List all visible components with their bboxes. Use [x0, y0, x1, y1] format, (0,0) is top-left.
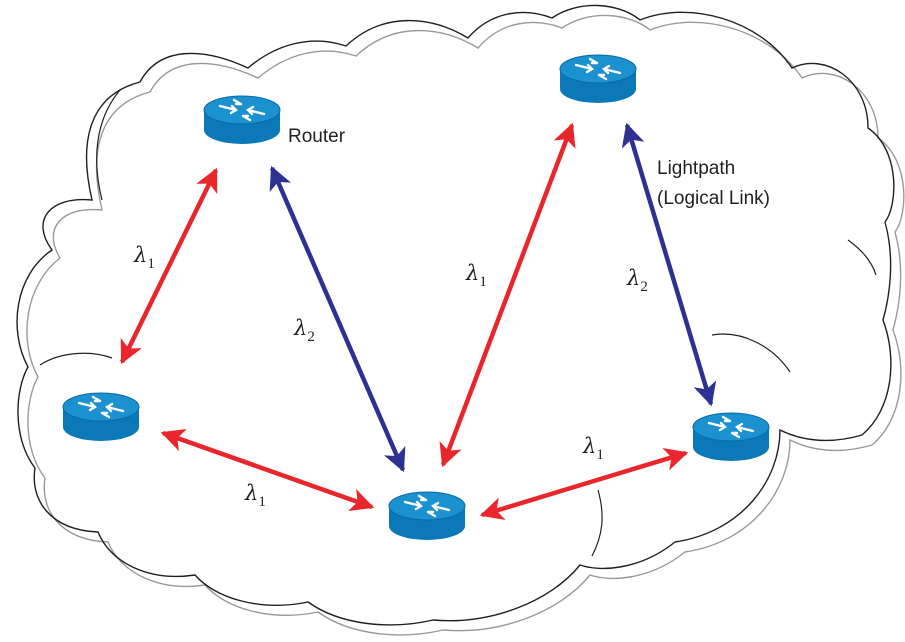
router-right[interactable] — [692, 412, 770, 461]
router-top — [203, 95, 281, 125]
link-lambda1-center-right — [479, 447, 689, 521]
router-top — [62, 392, 140, 422]
cloud-inner-arc — [711, 333, 791, 373]
wavelength-label: λ2 — [626, 266, 648, 295]
router-top-right[interactable] — [559, 54, 637, 103]
router-arrows-icon — [574, 57, 622, 81]
links — [119, 122, 717, 521]
router-top — [559, 54, 637, 84]
router-arrows-icon — [707, 415, 755, 439]
router-bottom-center[interactable] — [388, 491, 466, 540]
wavelength-label: λ1 — [244, 481, 266, 510]
wavelength-label: λ1 — [582, 434, 604, 463]
link-lambda1-topleft-left — [119, 167, 219, 365]
link-lambda2-topleft-center — [269, 165, 406, 473]
lightpath-label-line2: (Logical Link) — [657, 188, 770, 209]
wavelength-label: λ2 — [293, 316, 315, 345]
wavelength-label: λ1 — [465, 261, 487, 290]
cloud-inner-arc — [847, 239, 877, 276]
lightpath-label-line1: Lightpath — [657, 158, 735, 179]
link-lambda1-left-center — [160, 428, 375, 512]
cloud-outline — [16, 4, 895, 626]
routers — [62, 54, 770, 540]
router-left[interactable] — [62, 392, 140, 441]
router-arrows-icon — [77, 395, 125, 419]
router-arrows-icon — [218, 98, 266, 122]
cloud-inner-arc — [39, 352, 113, 366]
router-label: Router — [288, 126, 346, 147]
link-lambda1-topright-center — [439, 122, 576, 468]
cloud-shadow — [26, 14, 905, 636]
router-arrows-icon — [403, 494, 451, 518]
router-top — [692, 412, 770, 442]
router-top — [388, 491, 466, 521]
router-top-left[interactable] — [203, 95, 281, 144]
cloud-inner-arc — [591, 489, 603, 557]
link-lambda2-topright-right — [621, 122, 717, 407]
cloud-inner-arc — [96, 89, 121, 201]
wavelength-label: λ1 — [133, 243, 155, 272]
